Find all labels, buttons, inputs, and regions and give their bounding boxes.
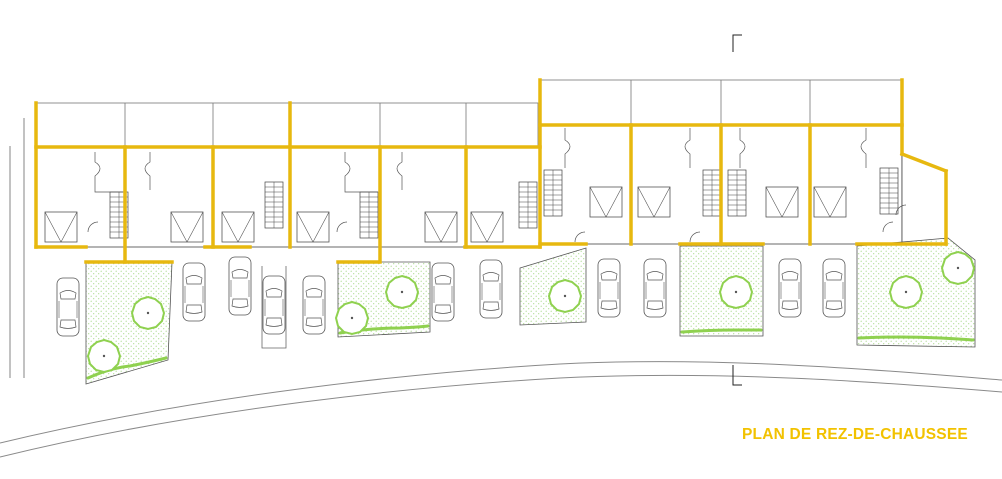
car-icon: [228, 256, 252, 316]
interior-fixtures: [87, 128, 907, 243]
tree-icon: [335, 301, 369, 335]
car-icon: [822, 258, 846, 318]
plan-title: PLAN DE REZ-DE-CHAUSSEE: [742, 426, 968, 443]
staircase-icon: [359, 191, 379, 239]
car-icon: [182, 262, 206, 322]
garage-door-icon: [765, 186, 799, 218]
road-lines: [0, 361, 1002, 458]
car-icon: [778, 258, 802, 318]
staircase-icon: [264, 181, 284, 229]
tree-icon: [87, 339, 121, 373]
staircase-icon: [727, 169, 747, 217]
tree-icon: [385, 275, 419, 309]
section-marker-icon: [732, 34, 742, 52]
car-icon: [643, 258, 667, 318]
staircase-icon: [543, 169, 563, 217]
garage-door-icon: [637, 186, 671, 218]
car-icon: [302, 275, 326, 335]
hedges: [86, 324, 975, 380]
staircase-icon: [879, 167, 899, 215]
garage-door-icon: [170, 211, 204, 243]
parking-outlines: [9, 118, 287, 378]
structural-walls: [34, 78, 949, 264]
car-icon: [262, 275, 286, 335]
garage-door-icon: [44, 211, 78, 243]
car-icon: [479, 259, 503, 319]
garage-door-icon: [813, 186, 847, 218]
section-marker-icon: [732, 365, 742, 386]
staircase-icon: [702, 169, 722, 217]
garage-door-icon: [296, 211, 330, 243]
tree-icon: [719, 275, 753, 309]
garage-door-icon: [589, 186, 623, 218]
car-icon: [56, 277, 80, 337]
garage-door-icon: [424, 211, 458, 243]
car-icon: [597, 258, 621, 318]
garage-door-icon: [470, 211, 504, 243]
tree-icon: [131, 296, 165, 330]
section-markers: [732, 34, 742, 386]
staircase-icon: [518, 181, 538, 229]
garage-door-icon: [221, 211, 255, 243]
car-icon: [431, 262, 455, 322]
tree-icon: [548, 279, 582, 313]
tree-icon: [941, 251, 975, 285]
tree-icon: [889, 275, 923, 309]
